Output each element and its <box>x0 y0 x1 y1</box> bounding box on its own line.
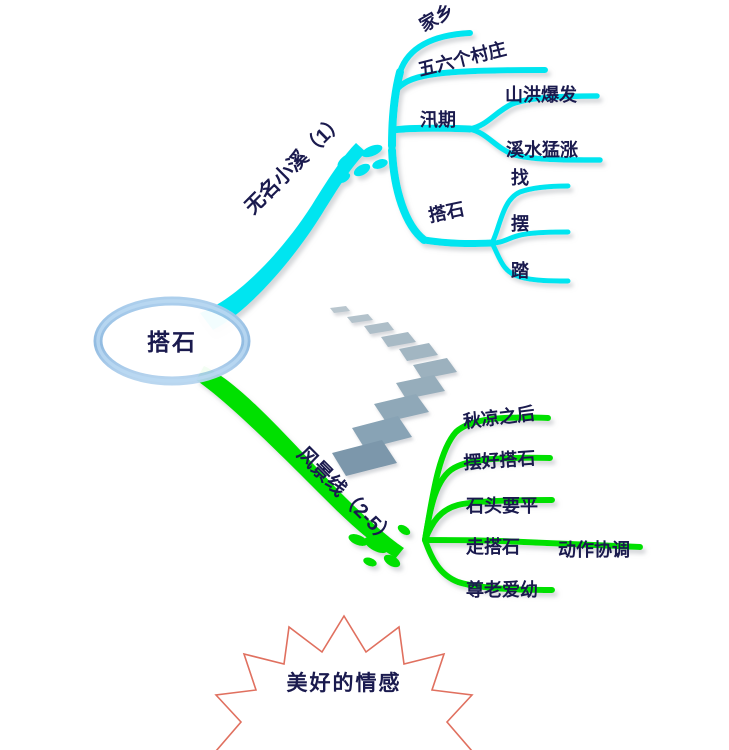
leaf-label-qiuliangzhihou: 秋凉之后 <box>462 402 536 432</box>
stone <box>347 314 373 323</box>
stone <box>364 322 394 334</box>
leaf-label-shitouyaoping: 石头要平 <box>465 496 538 516</box>
splash-droplet <box>372 159 388 169</box>
splash-droplet <box>364 536 388 554</box>
leaf-line-ta <box>489 240 571 284</box>
stone <box>374 394 429 422</box>
stone <box>332 440 397 476</box>
burst-outline <box>214 614 474 750</box>
branch-upper-label: 无名小溪（1） <box>240 109 350 219</box>
leaf-line-xishuimengzhang <box>467 126 603 163</box>
leaf-label-zhao: 找 <box>511 167 529 188</box>
branch-upper-trunk <box>200 143 366 330</box>
splash-droplet <box>383 554 401 568</box>
stone <box>413 358 457 379</box>
stone <box>381 332 416 347</box>
central-node-outline-highlight <box>96 299 248 383</box>
leaf-line-xunqi <box>389 124 474 134</box>
stone <box>399 343 438 361</box>
central-node[interactable]: 搭石 <box>93 296 251 386</box>
splash-droplet <box>353 163 371 177</box>
stepping-stones-image <box>330 306 457 476</box>
leaf-line-zunlaoaiyou <box>422 537 555 593</box>
leaf-line-baihaodashi <box>422 454 553 543</box>
stone <box>330 306 350 313</box>
branch-upper-spine-lower <box>388 146 428 244</box>
burst-label: 美好的情感 <box>287 671 402 695</box>
leaf-line-dashi <box>420 236 496 248</box>
leaf-label-xishuimengzhang: 溪水猛涨 <box>506 139 578 160</box>
leaf-label-dongzuoxietiao: 动作协调 <box>558 539 630 560</box>
leaf-line-jiaxiang <box>397 30 473 75</box>
splash-droplet <box>337 172 351 184</box>
leaf-line-shitouyaoping <box>422 497 555 543</box>
leaf-line-shanhongbaofa <box>467 93 600 132</box>
leaf-label-zoudashi: 走搭石 <box>466 536 520 557</box>
leaf-line-zhao <box>489 183 571 246</box>
stone <box>352 416 412 449</box>
splash-droplet <box>361 144 383 158</box>
central-node-label: 搭石 <box>147 329 197 355</box>
splash-droplet <box>337 151 361 169</box>
leaf-label-dashi-sub: 搭石 <box>426 198 466 226</box>
branch-lower-trunk <box>196 366 404 558</box>
leaf-label-jiaxiang: 家乡 <box>416 0 458 35</box>
leaf-line-zoudashi <box>422 537 643 550</box>
branch-upper[interactable] <box>200 30 603 330</box>
leaf-label-zunlaoaiyou: 尊老爱幼 <box>466 579 538 600</box>
branch-lower[interactable] <box>196 366 643 593</box>
leaf-label-ta: 踏 <box>511 260 530 281</box>
leaf-label-baihaodashi: 摆好搭石 <box>463 447 536 473</box>
branch-upper-spine <box>388 68 404 150</box>
splash-droplet <box>363 557 377 567</box>
stone <box>396 375 445 399</box>
splash-droplet <box>348 534 368 546</box>
leaf-label-shanhongbaofa: 山洪爆发 <box>505 84 578 105</box>
emotion-burst[interactable]: 美好的情感 <box>214 614 474 750</box>
leaf-label-xunqi: 汛期 <box>420 110 456 130</box>
leaf-line-bai <box>489 229 571 246</box>
leaf-line-wuliugecunzhuang <box>395 67 548 91</box>
splash-droplet <box>397 524 411 536</box>
leaf-label-bai: 摆 <box>511 213 529 234</box>
